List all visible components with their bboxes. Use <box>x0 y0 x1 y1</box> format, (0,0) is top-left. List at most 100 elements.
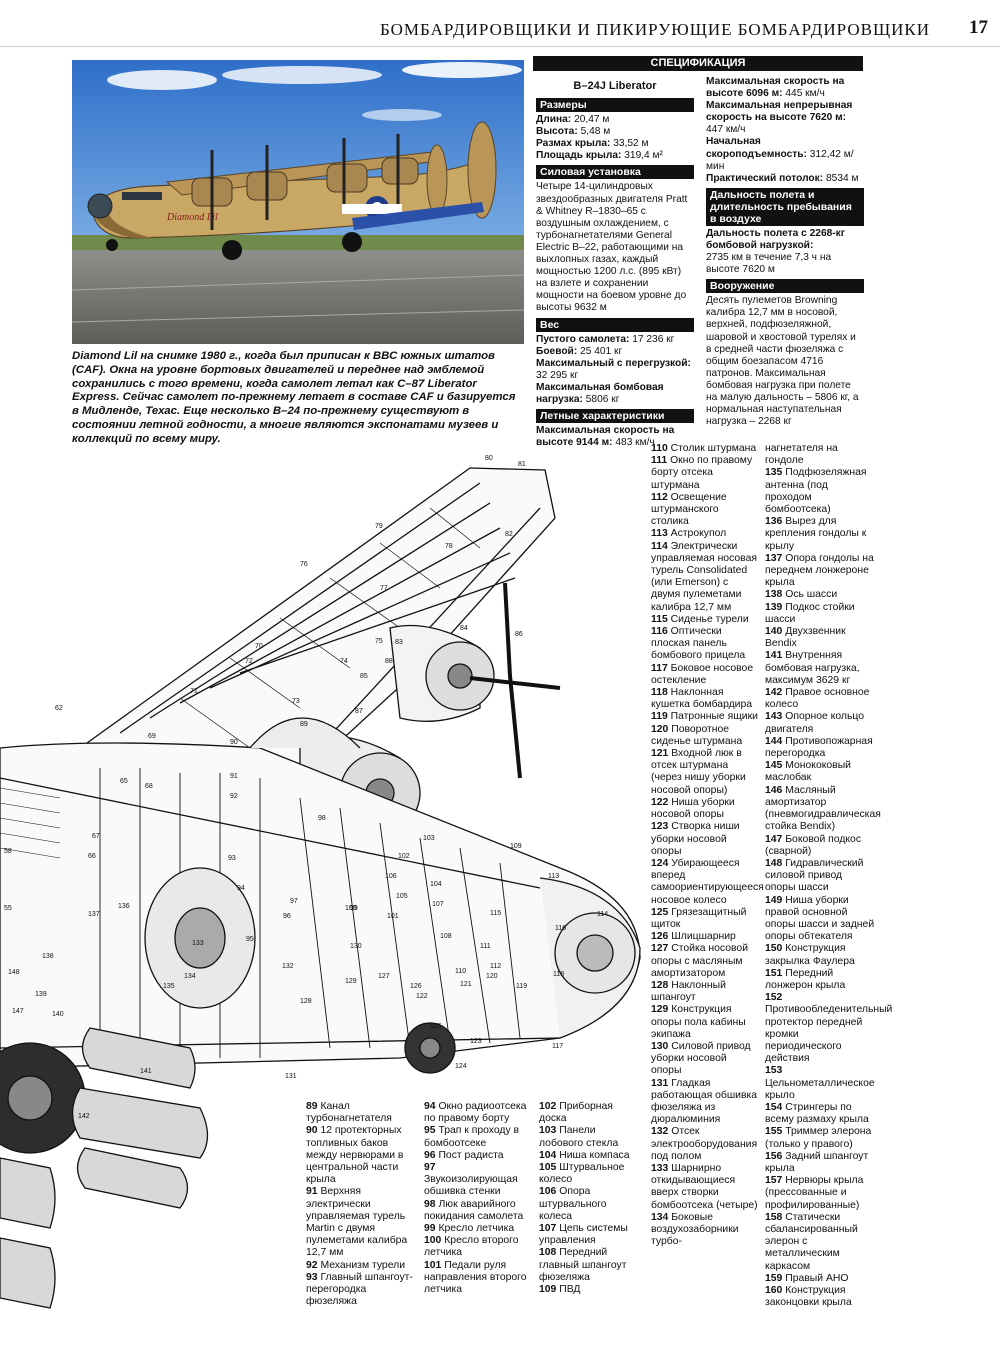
legend-text: Верхняя электрически управляемая турель … <box>306 1186 408 1259</box>
legend-item: 97 Звукоизолирующая обшивка стенки <box>424 1162 530 1199</box>
spec-armament-header: Вооружение <box>706 279 864 294</box>
callout-number: 87 <box>355 708 363 715</box>
photo-caption: Diamond Lil на снимке 1980 г., когда был… <box>72 350 516 445</box>
callout-number: 139 <box>35 991 47 998</box>
callout-number: 127 <box>378 973 390 980</box>
legend-text: Люк аварийного покидания самолета <box>424 1198 524 1222</box>
spec-row: Длина: 20,47 м <box>536 114 610 126</box>
legend-number: 109 <box>539 1284 557 1296</box>
spec-row: Размах крыла: 33,52 м <box>536 138 649 150</box>
legend-item: 128 Наклонный шпангоут <box>651 980 759 1004</box>
legend-text: Монококовый маслобак <box>765 760 851 784</box>
legend-number: 143 <box>765 711 783 723</box>
legend-text: Убирающееся вперед самоориентирующееся н… <box>651 857 764 906</box>
legend-item: 119 Патронные ящики <box>651 711 759 723</box>
spec-row: Максимальная бомбовая нагрузка: 5806 кг <box>536 381 664 405</box>
callout-number: 106 <box>385 873 397 880</box>
legend-number: 159 <box>765 1272 783 1284</box>
legend-item: 131 Гладкая работающая обшивка фюзеляжа … <box>651 1078 759 1127</box>
legend-item: 93 Главный шпангоут-перегородка фюзеляжа <box>306 1272 414 1309</box>
legend-item: 125 Грязезащитный щиток <box>651 907 759 931</box>
legend-number: 133 <box>651 1162 669 1174</box>
spec-row: Начальная скороподъемность: 312,42 м/мин <box>706 136 854 172</box>
legend-number: 145 <box>765 760 783 772</box>
legend-text: Грязезащитный щиток <box>651 906 747 930</box>
legend-item: 109 ПВД <box>539 1284 642 1296</box>
legend-number: 114 <box>651 540 668 552</box>
legend-item: 148 Гидравлический силовой привод опоры … <box>765 858 875 895</box>
callout-number: 107 <box>432 901 444 908</box>
legend-number: 104 <box>539 1149 557 1161</box>
legend-item: 130 Силовой привод уборки носовой опоры <box>651 1041 759 1078</box>
callout-number: 86 <box>515 631 523 638</box>
legend-number: 100 <box>424 1235 442 1247</box>
callout-number: 99 <box>350 905 358 912</box>
spec-right-column: Максимальная скорость на высоте 6096 м: … <box>706 76 864 428</box>
legend-item: 104 Ниша компаса <box>539 1150 642 1162</box>
legend-number: 97 <box>424 1162 436 1174</box>
legend-item: 96 Пост радиста <box>424 1150 530 1162</box>
legend-number: 90 <box>306 1125 318 1137</box>
legend-number: 152 <box>765 992 783 1004</box>
legend-text: Шлицшарнир <box>671 931 736 943</box>
legend-text: Штурвальное колесо <box>539 1162 625 1186</box>
callout-number: 122 <box>416 993 428 1000</box>
legend-text: Освещение штурманского столика <box>651 491 727 528</box>
legend-number: 135 <box>765 467 783 479</box>
spec-row: Высота: 5,48 м <box>536 126 611 138</box>
legend-text: Входной люк в отсек штурмана (через нишу… <box>651 748 746 796</box>
legend-text: Кресло летчика <box>438 1223 515 1235</box>
spec-row: Пустого самолета: 17 236 кг <box>536 333 675 345</box>
legend-item: 132 Отсек электрооборудования под полом <box>651 1126 759 1163</box>
callout-number: 73 <box>292 698 300 705</box>
spec-row: Максимальная скорость на высоте 9144 м: … <box>536 425 675 449</box>
callout-number: 124 <box>455 1063 467 1070</box>
callout-number: 68 <box>145 783 153 790</box>
callout-number: 97 <box>290 898 298 905</box>
legend-item: 98 Люк аварийного покидания самолета <box>424 1199 530 1223</box>
callout-number: 70 <box>255 643 263 650</box>
callout-number: 83 <box>395 639 403 646</box>
legend-number: 102 <box>539 1101 557 1112</box>
legend-item: 153 Цельнометаллическое крыло <box>765 1065 875 1102</box>
legend-item: 150 Конструкция закрылка Фаулера <box>765 943 875 967</box>
callout-number: 133 <box>192 940 204 947</box>
legend-text: Конструкция закрылка Фаулера <box>765 943 855 967</box>
legend-text: Задний шпангоут крыла <box>765 1150 869 1174</box>
callout-number: 71 <box>190 688 198 695</box>
legend-text: Пост радиста <box>438 1149 504 1161</box>
legend-item: 103 Панели лобового стекла <box>539 1125 642 1149</box>
legend-text: Правый АНО <box>785 1272 849 1284</box>
legend-number: 122 <box>651 796 669 808</box>
legend-number: 132 <box>651 1126 669 1138</box>
legend-item: 105 Штурвальное колесо <box>539 1162 642 1186</box>
callout-number: 77 <box>380 585 388 592</box>
legend-number: 98 <box>424 1198 436 1210</box>
legend-text: Вырез для крепления гондолы к крылу <box>765 516 867 552</box>
legend-number: 103 <box>539 1125 557 1137</box>
legend-text: Боковой подкос (сварной) <box>765 833 862 857</box>
spec-row: Площадь крыла: 319,4 м² <box>536 150 663 162</box>
legend-text: Передний лонжерон крыла <box>765 967 846 991</box>
legend-number: 153 <box>765 1065 783 1077</box>
legend-text: Электрически управляемая носовая турель … <box>651 540 757 613</box>
legend-number: 123 <box>651 821 669 833</box>
legend-item: 107 Цепь системы управления <box>539 1223 642 1247</box>
legend-text: Астрокупол <box>670 528 727 540</box>
callout-number: 93 <box>228 855 236 862</box>
legend-number: 141 <box>765 650 783 662</box>
legend-text: Триммер элерона (только у правого) <box>765 1126 872 1150</box>
legend-number: 127 <box>651 943 669 955</box>
callout-number: 94 <box>237 885 245 892</box>
callout-number: 85 <box>360 673 368 680</box>
legend-item: 147 Боковой подкос (сварной) <box>765 834 875 858</box>
legend-text: Передний главный шпангоут фюзеляжа <box>539 1247 627 1283</box>
legend-item: 114 Электрически управляемая носовая тур… <box>651 541 759 614</box>
callout-number: 140 <box>52 1011 64 1018</box>
legend-text: Приборная доска <box>539 1101 613 1125</box>
callout-number: 96 <box>283 913 291 920</box>
legend-text: Масляный амортизатор (пневмогидравлическ… <box>765 784 881 833</box>
legend-number: 115 <box>651 613 668 625</box>
